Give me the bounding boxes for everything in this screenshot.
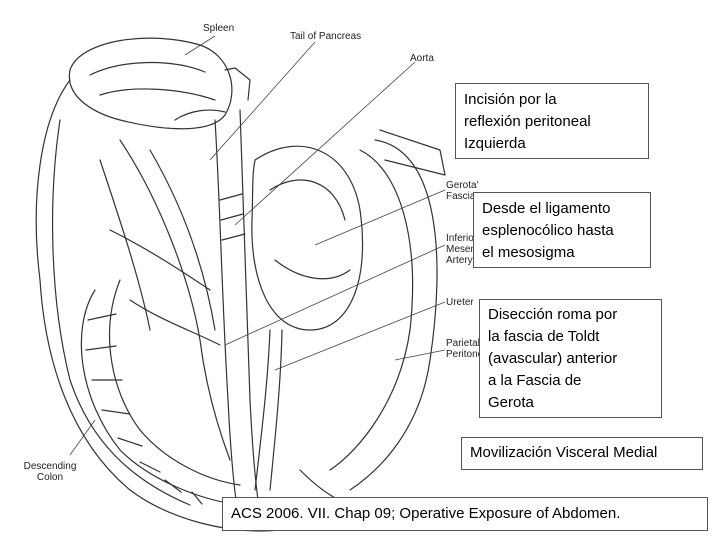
leader-gerota — [314, 189, 446, 246]
annotation-dissection: Disección roma por la fascia de Toldt (a… — [479, 299, 662, 418]
annotation-maneuver: Movilización Visceral Medial — [461, 437, 703, 470]
label-spleen: Spleen — [203, 23, 235, 34]
leader-aorta — [234, 61, 416, 226]
label-aorta: Aorta — [410, 53, 434, 64]
label-tail-of-pancreas: Tail of Pancreas — [290, 31, 362, 42]
annotation-incision: Incisión por la reflexión peritoneal Izq… — [455, 83, 649, 159]
label-parietal-peritoneum: Parietal Peritoneum — [446, 338, 482, 360]
outer-contour — [35, 79, 281, 532]
aorta-shape — [214, 119, 237, 501]
leader-ureter — [274, 301, 446, 371]
gerota-fascia-shape — [251, 145, 364, 331]
leader-ima — [224, 244, 446, 346]
annotation-ligament: Desde el ligamento esplenocólico hasta e… — [473, 192, 651, 268]
leader-colon — [69, 419, 96, 456]
descending-colon-shape — [80, 289, 241, 506]
leader-pancreas — [209, 41, 316, 161]
leader-spleen — [184, 35, 216, 56]
label-ureter: Ureter — [446, 297, 474, 308]
leader-parietal — [394, 349, 446, 361]
citation-box: ACS 2006. VII. Chap 09; Operative Exposu… — [222, 497, 708, 531]
label-inferior-mesenteric-artery: Inferior Mesenteric Artery — [446, 233, 480, 266]
ureter-shape — [254, 329, 271, 491]
spleen-shape — [68, 37, 233, 130]
parietal-peritoneum-shape — [329, 149, 414, 471]
label-descending-colon: Descending Colon — [23, 461, 77, 483]
label-gerotas-fascia: Gerota's Fascia — [446, 180, 478, 202]
